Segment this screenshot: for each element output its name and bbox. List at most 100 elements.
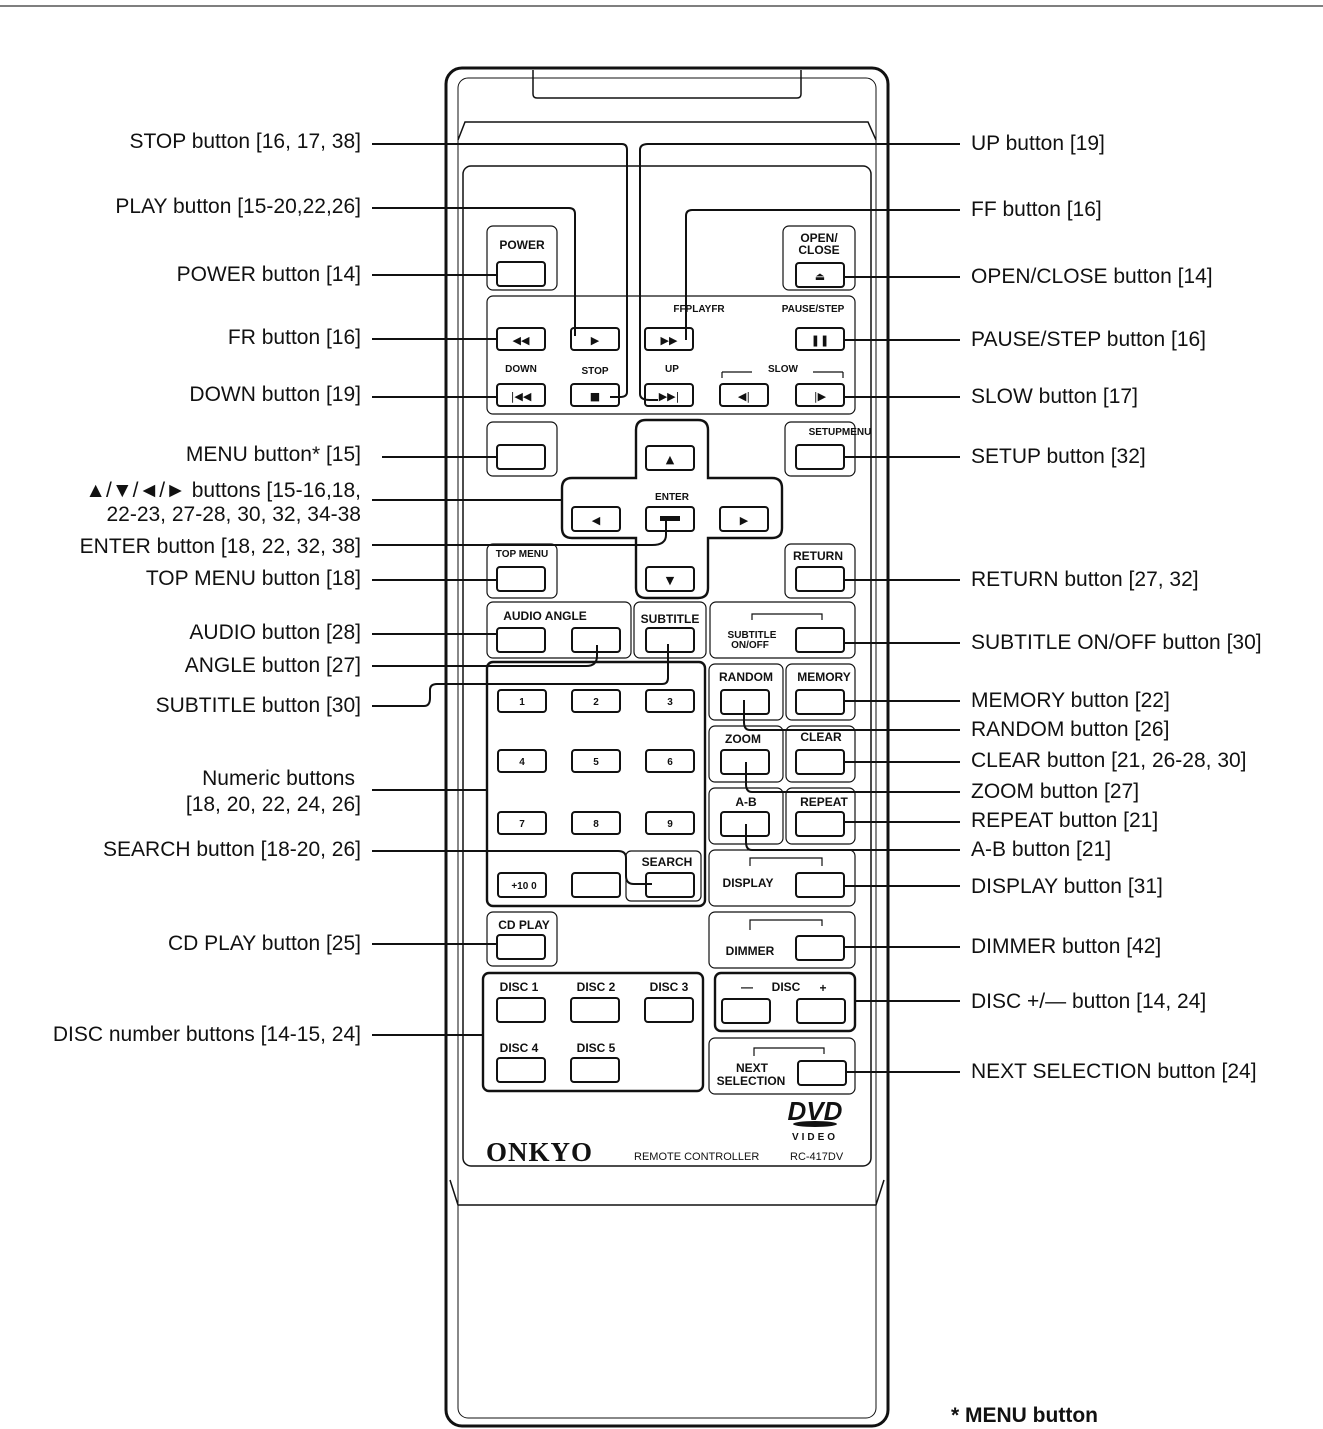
eject-icon: ⏏: [815, 270, 825, 283]
ab-label: A-B: [735, 795, 757, 809]
disc-minus-label: —: [741, 980, 753, 994]
numeric-key-8[interactable]: [571, 811, 621, 835]
disc4-label: DISC 4: [500, 1041, 539, 1055]
numeric-key-7-label: 7: [519, 819, 525, 830]
cd-play-label: CD PLAY: [498, 918, 550, 932]
subtitle-onoff-key[interactable]: [795, 627, 845, 653]
numeric-key-2[interactable]: [571, 689, 621, 713]
left-arrow-icon: ◀: [592, 514, 601, 527]
callout-random: RANDOM button [26]: [971, 718, 1169, 741]
cd-play-key[interactable]: [496, 934, 546, 960]
callout-subtitle: SUBTITLE button [30]: [156, 694, 361, 717]
zoom-label: ZOOM: [725, 732, 761, 746]
power-key-label: POWER: [499, 238, 545, 252]
stop-icon: ■: [590, 390, 600, 403]
audio-key[interactable]: [496, 627, 546, 653]
ff-key[interactable]: [644, 327, 694, 351]
setup-key[interactable]: [795, 444, 845, 470]
power-key[interactable]: [496, 261, 546, 287]
enter-label: ENTER: [655, 492, 690, 503]
disc3-label: DISC 3: [650, 980, 689, 994]
slow-label: SLOW: [768, 364, 799, 375]
callout-disc-number: DISC number buttons [14-15, 24]: [53, 1023, 361, 1046]
slow-reverse-icon: ◀|: [738, 390, 750, 403]
callout-menu: MENU button* [15]: [186, 443, 361, 466]
pause-icon: ❚❚: [811, 334, 829, 347]
callout-slow: SLOW button [17]: [971, 385, 1138, 408]
slow-forward-key[interactable]: [795, 383, 845, 407]
down-arrow-icon: ▼: [666, 574, 675, 587]
clear-label: CLEAR: [800, 730, 842, 744]
disc2-label: DISC 2: [577, 980, 616, 994]
memory-key[interactable]: [795, 689, 845, 715]
disc5-key[interactable]: [570, 1057, 620, 1083]
callout-repeat: REPEAT button [21]: [971, 809, 1158, 832]
disc3-key[interactable]: [644, 997, 694, 1023]
search-key[interactable]: [645, 872, 695, 898]
numeric-key-8-label: 8: [593, 819, 599, 830]
slow-reverse-key[interactable]: [719, 383, 769, 407]
callout-play: PLAY button [15-20,22,26]: [115, 195, 361, 218]
random-label: RANDOM: [719, 670, 773, 684]
callout-numeric-1: Numeric buttons: [202, 767, 355, 790]
dimmer-key[interactable]: [795, 935, 845, 961]
disc4-key[interactable]: [496, 1057, 546, 1083]
callout-subtitle-onoff: SUBTITLE ON/OFF button [30]: [971, 631, 1262, 654]
disc-plus-label: +: [819, 981, 826, 995]
numeric-key-4[interactable]: [497, 749, 547, 773]
dvd-video-label: VIDEO: [792, 1132, 838, 1143]
disc5-label: DISC 5: [577, 1041, 616, 1055]
disc-label: DISC: [772, 980, 801, 994]
skip-back-icon: |◀◀: [511, 390, 532, 403]
repeat-label: REPEAT: [800, 795, 848, 809]
stop-key[interactable]: [570, 383, 620, 407]
disc-minus-key[interactable]: [721, 998, 771, 1024]
clear-key[interactable]: [795, 749, 845, 775]
play-key[interactable]: [570, 327, 620, 351]
numeric-key-0[interactable]: [571, 872, 621, 898]
display-key[interactable]: [795, 872, 845, 898]
numeric-key-9-label: 9: [667, 819, 673, 830]
callout-power: POWER button [14]: [177, 263, 361, 286]
down-arrow-key[interactable]: [645, 566, 695, 592]
return-label: RETURN: [793, 549, 843, 563]
callout-audio: AUDIO button [28]: [189, 621, 361, 644]
callout-next-selection: NEXT SELECTION button [24]: [971, 1060, 1257, 1083]
numeric-key-1[interactable]: [497, 689, 547, 713]
numeric-key-7[interactable]: [497, 811, 547, 835]
left-arrow-key[interactable]: [571, 506, 621, 532]
callout-search: SEARCH button [18-20, 26]: [103, 838, 361, 861]
top-menu-key[interactable]: [496, 566, 546, 592]
menu-key[interactable]: [496, 444, 546, 470]
rewind-icon: ◀◀: [513, 334, 530, 347]
right-arrow-icon: ▶: [740, 514, 749, 527]
plus10-key[interactable]: [497, 872, 547, 898]
next-selection-key[interactable]: [797, 1060, 847, 1086]
repeat-key[interactable]: [795, 811, 845, 837]
numeric-key-9[interactable]: [645, 811, 695, 835]
return-key[interactable]: [795, 566, 845, 592]
disc1-key[interactable]: [496, 997, 546, 1023]
callout-ab: A-B button [21]: [971, 838, 1111, 861]
numeric-key-5[interactable]: [571, 749, 621, 773]
fast-forward-icon: ▶▶: [661, 334, 678, 347]
right-arrow-key[interactable]: [719, 506, 769, 532]
callout-enter: ENTER button [18, 22, 32, 38]: [80, 535, 361, 558]
next-selection-label-2: SELECTION: [717, 1074, 786, 1088]
callouts-right: UP button [19] FF button [16] OPEN/CLOSE…: [971, 132, 1262, 1083]
numeric-key-3[interactable]: [645, 689, 695, 713]
subtitle-key[interactable]: [645, 627, 695, 653]
search-label: SEARCH: [642, 855, 693, 869]
callout-zoom: ZOOM button [27]: [971, 780, 1139, 803]
callout-arrows-2: 22-23, 27-28, 30, 32, 34-38: [106, 503, 361, 526]
numeric-key-6[interactable]: [645, 749, 695, 773]
disc-plus-key[interactable]: [796, 998, 846, 1024]
open-close-key[interactable]: [795, 262, 845, 288]
remote-body: [444, 66, 890, 1428]
up-arrow-key[interactable]: [645, 445, 695, 471]
dimmer-label: DIMMER: [726, 944, 775, 958]
disc2-key[interactable]: [570, 997, 620, 1023]
numeric-key-3-label: 3: [667, 697, 673, 708]
down-key[interactable]: [496, 383, 546, 407]
